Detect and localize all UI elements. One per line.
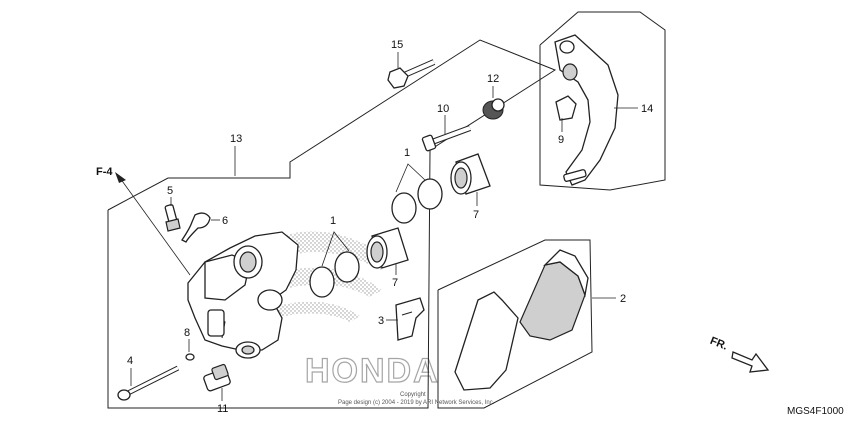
callout-3: 3 [378, 315, 398, 327]
callout-1-lower: 1 [321, 215, 350, 267]
diagram-code: MGS4F1000 [787, 406, 844, 417]
piston-lower [366, 227, 409, 269]
svg-text:1: 1 [330, 215, 336, 227]
callout-5: 5 [167, 185, 173, 206]
pin-bolt [117, 365, 180, 401]
copyright-line: Page design (c) 2004 - 2019 by ARI Netwo… [338, 400, 495, 406]
svg-text:9: 9 [558, 134, 564, 146]
brake-pads [454, 249, 589, 391]
reference-f4: F-4 [96, 166, 113, 178]
callout-13: 13 [230, 133, 242, 176]
svg-text:6: 6 [222, 215, 228, 227]
mounting-bolt [387, 59, 436, 89]
callout-1-upper: 1 [395, 147, 426, 193]
svg-text:8: 8 [184, 327, 190, 339]
bleeder-screw [164, 204, 181, 232]
callout-4: 4 [127, 355, 133, 386]
front-label: FR. [708, 335, 729, 353]
slide-pin [421, 125, 472, 152]
piston-seals-lower [309, 251, 360, 298]
svg-text:15: 15 [391, 39, 403, 51]
svg-text:3: 3 [378, 315, 384, 327]
plug [203, 363, 231, 392]
svg-text:7: 7 [473, 209, 479, 221]
callout-10: 10 [437, 103, 449, 134]
caliper-body [187, 231, 299, 359]
callout-6: 6 [211, 215, 228, 227]
pad-spring [395, 297, 425, 341]
piston-upper [450, 153, 491, 195]
callout-7-upper: 7 [473, 192, 479, 221]
washer [185, 353, 195, 361]
callout-11: 11 [217, 388, 228, 415]
callout-12: 12 [487, 73, 499, 98]
pin-boot [482, 98, 505, 120]
svg-text:13: 13 [230, 133, 242, 145]
caliper-bracket [554, 34, 619, 186]
pad-retainer-clip [555, 95, 577, 121]
svg-text:5: 5 [167, 185, 173, 197]
reference-arrowhead [115, 172, 126, 183]
svg-text:12: 12 [487, 73, 499, 85]
pad-set-frame [437, 239, 593, 409]
watermark-text: HONDA [305, 352, 440, 390]
callout-14: 14 [614, 103, 653, 115]
callout-15: 15 [391, 39, 403, 68]
callout-7-lower: 7 [392, 264, 398, 289]
svg-text:11: 11 [217, 403, 228, 415]
front-direction-indicator: FR. [708, 335, 770, 373]
reference-leader [119, 177, 191, 276]
honda-wing-watermark: HONDA [190, 231, 440, 391]
callout-8: 8 [184, 327, 190, 352]
svg-text:1: 1 [404, 147, 410, 159]
piston-seals-upper [391, 178, 443, 224]
bleeder-cap [181, 212, 211, 243]
copyright-title: Copyright [400, 392, 426, 398]
svg-text:2: 2 [620, 293, 626, 305]
svg-text:7: 7 [392, 277, 398, 289]
caliper-assembly-frame [107, 39, 557, 409]
svg-text:14: 14 [641, 103, 653, 115]
callout-9: 9 [558, 118, 564, 146]
callout-2: 2 [592, 293, 626, 305]
svg-text:10: 10 [437, 103, 449, 115]
bracket-frame [539, 11, 666, 191]
svg-text:4: 4 [127, 355, 133, 367]
